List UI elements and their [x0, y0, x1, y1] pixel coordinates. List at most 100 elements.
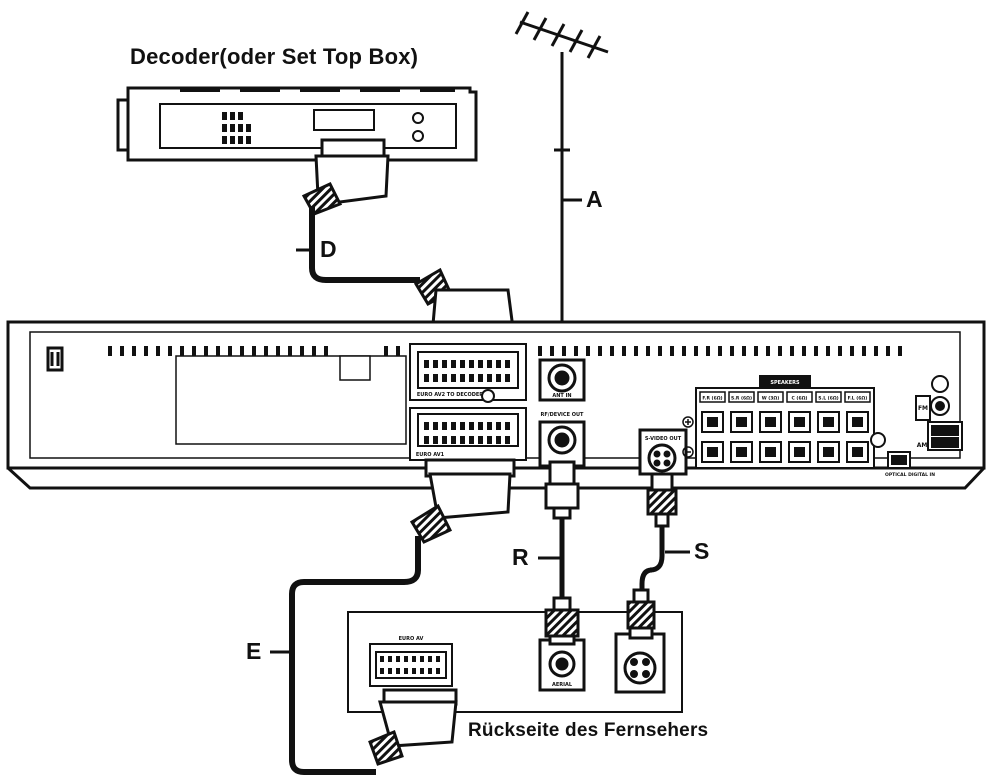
- cable-s: [639, 526, 665, 592]
- vent-slot: [586, 346, 590, 356]
- s-video-out-label: S-VIDEO OUT: [645, 436, 682, 442]
- antenna-in-label: ANT IN: [552, 393, 571, 399]
- vent-slot: [252, 346, 256, 356]
- vent-slot: [574, 346, 578, 356]
- speaker-channel-tab: [815, 391, 842, 403]
- scart-pin: [505, 360, 510, 368]
- scart-pin: [412, 668, 416, 674]
- vent-slot: [598, 346, 602, 356]
- scart-pin: [424, 360, 429, 368]
- cable-e: [289, 536, 421, 775]
- scart-pin: [460, 360, 465, 368]
- power-cord-socket: [46, 346, 64, 372]
- scart-pin: [487, 436, 492, 444]
- vent-slot: [886, 346, 890, 356]
- scart-pin: [451, 360, 456, 368]
- euro-av1-label: EURO AV1: [416, 452, 445, 458]
- speaker-terminal-hole: [794, 447, 805, 457]
- rf-plug: [544, 460, 580, 520]
- scart-pin: [412, 656, 416, 662]
- tv-s-video-plug: [626, 588, 656, 640]
- vent-slot: [120, 346, 124, 356]
- speaker-channel-tab: [728, 391, 755, 403]
- speaker-channel-tab: [844, 391, 871, 403]
- vent-slot: [694, 346, 698, 356]
- scart-pin: [496, 360, 501, 368]
- tv-aerial-socket: [538, 638, 586, 692]
- scart-pin: [460, 422, 465, 430]
- vent-slot: [730, 346, 734, 356]
- vent-slot: [288, 346, 292, 356]
- cable-r-label: R: [512, 544, 529, 570]
- speaker-terminal-hole: [794, 417, 805, 427]
- vent-slot: [862, 346, 866, 356]
- vent-slot: [264, 346, 268, 356]
- vent-slot: [622, 346, 626, 356]
- speaker-terminals: F.R (6Ω)S.R (6Ω)W (3Ω)C (6Ω)S.L (6Ω)F.L …: [699, 391, 871, 463]
- vent-slot: [634, 346, 638, 356]
- vent-slot: [108, 346, 112, 356]
- speaker-channel-tab: [757, 391, 784, 403]
- speaker-channel-label: S.R (6Ω): [731, 396, 752, 402]
- speaker-channel-tab: [699, 391, 726, 403]
- speaker-terminal-hole: [852, 417, 863, 427]
- vent-slot: [538, 346, 542, 356]
- vent-slot: [682, 346, 686, 356]
- scart-pin: [469, 360, 474, 368]
- scart-pin: [424, 422, 429, 430]
- speaker-channel-label: C (6Ω): [792, 396, 808, 402]
- tv-scart-pins: [380, 656, 440, 674]
- scart-pin: [433, 360, 438, 368]
- scart-pin: [388, 668, 392, 674]
- vent-slot: [192, 346, 196, 356]
- vent-slot: [300, 346, 304, 356]
- scart-pin: [487, 374, 492, 382]
- vent-slot: [706, 346, 710, 356]
- scart-pin: [487, 360, 492, 368]
- scart-pin: [380, 668, 384, 674]
- scart-pin: [451, 422, 456, 430]
- scart-pin: [433, 436, 438, 444]
- antenna-in-socket: [538, 358, 586, 402]
- scart-pin: [469, 422, 474, 430]
- vent-slot: [898, 346, 902, 356]
- speaker-terminal-hole: [765, 447, 776, 457]
- scart-pin: [433, 422, 438, 430]
- scart-pin: [424, 436, 429, 444]
- scart-pin: [469, 436, 474, 444]
- vent-slot: [384, 346, 388, 356]
- scart-pin: [469, 374, 474, 382]
- scart-pin: [436, 668, 440, 674]
- vent-slot: [204, 346, 208, 356]
- scart-pin: [442, 422, 447, 430]
- vent-slot: [168, 346, 172, 356]
- speaker-terminal-hole: [707, 447, 718, 457]
- vent-slot: [778, 346, 782, 356]
- cable-s-label: S: [694, 538, 710, 564]
- scart-pin: [420, 656, 424, 662]
- scart-pin: [420, 668, 424, 674]
- vent-slot: [658, 346, 662, 356]
- vent-slot: [850, 346, 854, 356]
- scart-pin: [428, 668, 432, 674]
- scart-pin: [442, 374, 447, 382]
- tv-scart-plug: [368, 688, 458, 766]
- vent-slot: [228, 346, 232, 356]
- vent-slot: [240, 346, 244, 356]
- vent-slot: [396, 346, 400, 356]
- scart-pin: [478, 436, 483, 444]
- tuner-block: [870, 375, 963, 469]
- vent-slot: [814, 346, 818, 356]
- scart-pin: [388, 656, 392, 662]
- scart-pin: [478, 374, 483, 382]
- scart-pin: [451, 436, 456, 444]
- scart-pin: [428, 656, 432, 662]
- scart-pin: [505, 374, 510, 382]
- cable-a-label: A: [586, 186, 603, 212]
- vent-slot: [790, 346, 794, 356]
- speaker-terminal-hole: [707, 417, 718, 427]
- label-leaders: [270, 198, 690, 654]
- speaker-terminal-hole: [736, 447, 747, 457]
- scart-pin: [496, 374, 501, 382]
